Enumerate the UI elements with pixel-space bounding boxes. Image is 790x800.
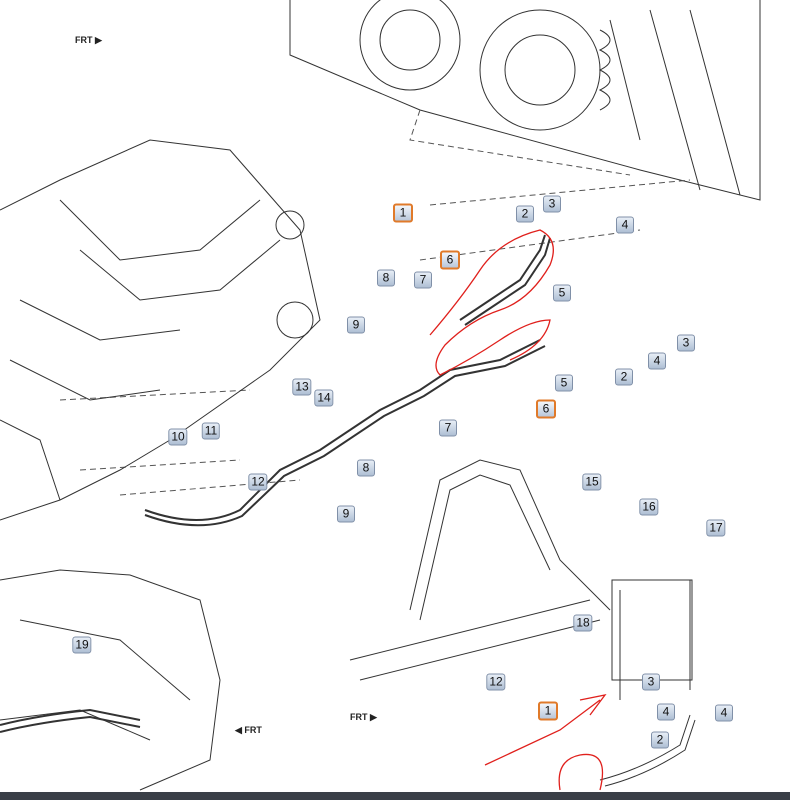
bottom-bar xyxy=(0,792,790,800)
callout-2: 2 xyxy=(516,205,534,223)
callout-18: 18 xyxy=(573,614,593,632)
callout-4: 4 xyxy=(616,216,634,234)
callout-3: 3 xyxy=(642,673,660,691)
callout-4: 4 xyxy=(648,352,666,370)
callout-15: 15 xyxy=(582,473,602,491)
callout-17: 17 xyxy=(706,519,726,537)
cooler-hoses xyxy=(144,234,551,527)
callout-4: 4 xyxy=(715,704,733,722)
callout-9: 9 xyxy=(337,505,355,523)
callout-14: 14 xyxy=(314,389,334,407)
callout-3: 3 xyxy=(677,334,695,352)
callout-6: 6 xyxy=(536,399,556,419)
callout-6: 6 xyxy=(440,250,460,270)
callout-2: 2 xyxy=(651,731,669,749)
callout-4: 4 xyxy=(657,703,675,721)
callout-19: 19 xyxy=(72,636,92,654)
callout-3: 3 xyxy=(543,195,561,213)
callout-8: 8 xyxy=(357,459,375,477)
callout-9: 9 xyxy=(347,316,365,334)
callout-11: 11 xyxy=(201,422,221,440)
callout-8: 8 xyxy=(377,269,395,287)
engine-assembly xyxy=(0,139,321,521)
callout-16: 16 xyxy=(639,498,659,516)
callout-12: 12 xyxy=(486,673,506,691)
front-direction-arrow: ◀ FRT xyxy=(235,725,262,735)
front-direction-arrow: FRT ▶ xyxy=(75,35,102,45)
callout-1: 1 xyxy=(538,701,558,721)
callout-12: 12 xyxy=(248,473,268,491)
callout-5: 5 xyxy=(553,284,571,302)
red-annotation-marks xyxy=(429,229,607,791)
radiator-fan-assembly xyxy=(289,0,761,201)
callout-7: 7 xyxy=(439,419,457,437)
callout-13: 13 xyxy=(292,378,312,396)
callout-5: 5 xyxy=(555,374,573,392)
callout-7: 7 xyxy=(414,271,432,289)
callout-10: 10 xyxy=(168,428,188,446)
callout-2: 2 xyxy=(615,368,633,386)
transmission-assembly xyxy=(0,569,221,791)
callout-1: 1 xyxy=(393,203,413,223)
front-direction-arrow: FRT ▶ xyxy=(350,712,377,722)
